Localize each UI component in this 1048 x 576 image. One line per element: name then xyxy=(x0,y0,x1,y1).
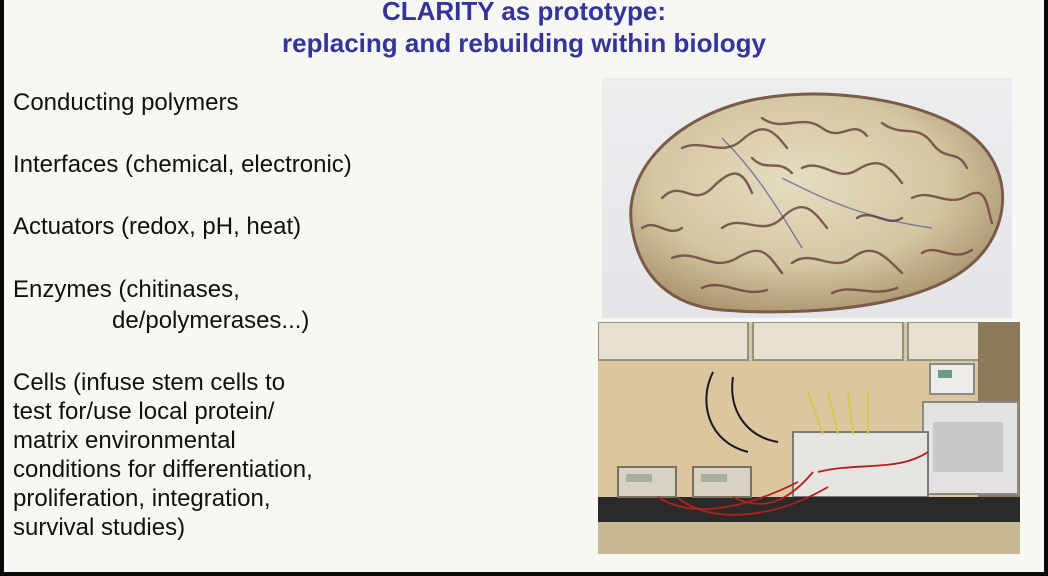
brain-photo xyxy=(602,78,1012,318)
bullet-cells-line-2: test for/use local protein/ xyxy=(13,398,275,425)
bullet-cells-line-1: Cells (infuse stem cells to xyxy=(13,369,286,396)
bullet-enzymes-line-1: Enzymes (chitinases, xyxy=(13,276,240,303)
slide-title-line-1: CLARITY as prototype: xyxy=(381,0,667,26)
enzymes-line-2-text: de/polymerases...) xyxy=(112,307,310,334)
bullet-enzymes-line-2: de/polymerases...) xyxy=(112,306,309,335)
bullet-cells-line-5: proliferation, integration, xyxy=(13,485,271,512)
bullet-interfaces: Interfaces (chemical, electronic) xyxy=(13,151,352,178)
slide: CLARITY as prototype: replacing and rebu… xyxy=(4,0,1044,572)
bullet-cells-line-3: matrix environmental xyxy=(13,427,236,454)
bullet-conducting-polymers: Conducting polymers xyxy=(13,89,239,116)
lab-setup-photo xyxy=(598,322,1020,554)
bullet-actuators: Actuators (redox, pH, heat) xyxy=(13,213,302,240)
brain-illustration xyxy=(629,92,1005,314)
bullet-cells-line-4: conditions for differentiation, xyxy=(13,456,313,483)
bullet-cells-line-6: survival studies) xyxy=(13,514,186,541)
lab-illustration xyxy=(598,322,1020,554)
slide-title-line-2: replacing and rebuilding within biology xyxy=(282,28,766,58)
